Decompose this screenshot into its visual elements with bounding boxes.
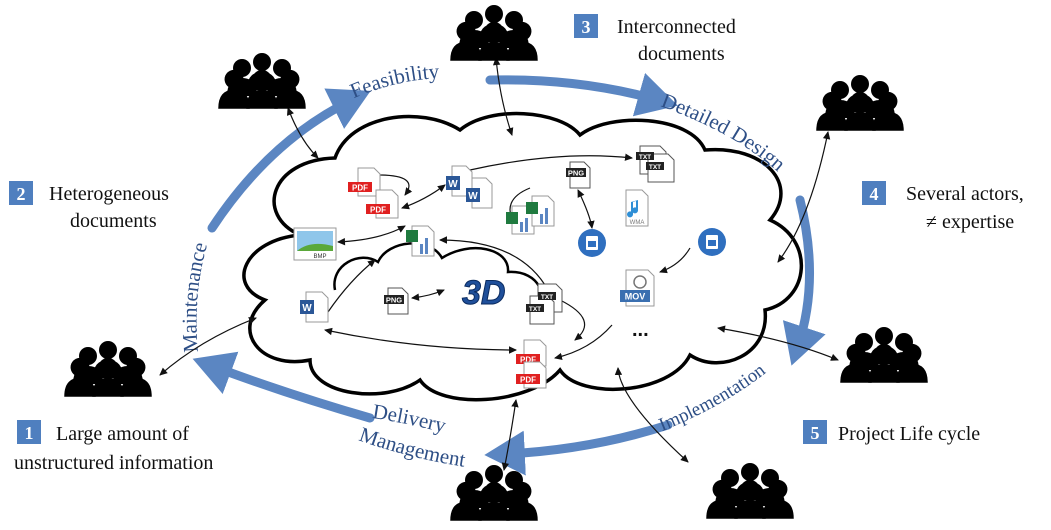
link-actor-left-upper <box>286 107 319 159</box>
word-document-icon-left: W <box>300 291 329 323</box>
callout-1: 1 Large amount of unstructured informati… <box>14 420 213 474</box>
callout-badge <box>9 181 33 205</box>
svg-text:TXT: TXT <box>541 294 553 301</box>
document-links <box>324 153 691 361</box>
link-actor-left-lower <box>159 317 257 376</box>
svg-text:W: W <box>448 179 458 190</box>
actor-group-left-lower <box>64 341 152 397</box>
pdf-icon: PDF <box>516 361 547 389</box>
link-word-cloud <box>327 259 376 313</box>
phase-maintenance: Maintenance <box>177 240 211 354</box>
excel-chart-icon-mid <box>406 225 435 257</box>
actor-group-bottom-right <box>706 463 794 519</box>
link-actor-top <box>492 57 514 136</box>
callout-badge <box>17 420 41 444</box>
link-bmp-excel <box>337 225 406 246</box>
three-d-logo: 3D <box>462 274 506 313</box>
word-stack: W W <box>446 165 493 209</box>
svg-text:PDF: PDF <box>520 356 536 365</box>
callout-number: 2 <box>17 184 26 204</box>
callout-text-line: ≠ expertise <box>926 211 1014 233</box>
svg-text:PNG: PNG <box>568 169 584 178</box>
link-png-3d <box>411 289 445 301</box>
callout-2: 2 Heterogeneous documents <box>9 181 169 232</box>
link-png-image <box>577 189 595 229</box>
svg-text:MOV: MOV <box>625 292 646 302</box>
callout-number: 4 <box>870 184 879 204</box>
actor-group-right-lower <box>840 327 928 383</box>
mov-video-icon: MOV <box>620 269 655 307</box>
callout-text-line: Several actors, <box>906 183 1024 205</box>
callout-badge <box>574 14 598 38</box>
svg-text:W: W <box>468 191 478 202</box>
callout-number: 5 <box>811 423 820 443</box>
callout-text-line: unstructured information <box>14 452 213 474</box>
callout-text-line: Heterogeneous <box>49 183 169 205</box>
actor-group-bottom <box>450 465 538 521</box>
txt-icon: TXT <box>649 164 661 171</box>
link-actor-right-lower <box>717 325 839 361</box>
link-pdf-word <box>401 184 446 210</box>
svg-text:PDF: PDF <box>370 206 386 215</box>
callout-badge <box>862 181 886 205</box>
image-file-icon <box>578 229 606 257</box>
svg-text:3D: 3D <box>462 274 505 312</box>
callout-3: 3 Interconnected documents <box>574 14 736 65</box>
link-word-txt <box>469 153 633 171</box>
link-actor-bottom-right <box>614 367 689 463</box>
excel-chart-icon <box>526 195 555 227</box>
bmp-image-icon: BMP <box>293 227 337 261</box>
arrow-implementation-to-delivery <box>484 420 673 476</box>
link-actor-bottom <box>501 399 519 471</box>
link-txt-loop <box>559 299 586 341</box>
image-file-icon <box>698 228 726 256</box>
svg-text:W: W <box>302 303 312 314</box>
svg-text:PDF: PDF <box>520 376 536 385</box>
more-documents-ellipsis: ... <box>632 319 649 341</box>
txt-stack-top: TXT TXT <box>636 145 675 183</box>
arrow-feasibility-to-design <box>485 72 678 117</box>
link-word-pdf <box>324 327 517 354</box>
callout-number: 3 <box>582 17 591 37</box>
arrow-maintenance-to-feasibility <box>207 88 371 233</box>
pdf-stack-bottom: PDF PDF <box>516 339 547 389</box>
svg-text:WMA: WMA <box>630 220 645 226</box>
callout-text-line: Large amount of <box>56 423 189 445</box>
callout-text-line: Interconnected <box>617 16 736 38</box>
callout-badge <box>803 420 827 444</box>
pdf-stack-top: PDF PDF <box>348 167 399 219</box>
cloud-inner-lobe <box>333 242 543 314</box>
link-actor-right-upper <box>777 131 831 263</box>
callout-number: 1 <box>25 423 34 443</box>
pdf-icon: PDF <box>366 189 399 219</box>
link-image-mov <box>659 247 691 274</box>
phase-feasibility: Feasibility <box>346 59 440 103</box>
png-icon-top: PNG <box>566 161 591 189</box>
txt-stack-mid: TXT TXT <box>526 283 563 325</box>
callout-5: 5 Project Life cycle <box>803 420 980 445</box>
txt-icon: TXT <box>639 154 651 161</box>
svg-text:BMP: BMP <box>313 254 326 260</box>
callout-text-line: Project Life cycle <box>838 423 980 445</box>
actor-group-left-upper <box>218 53 306 109</box>
callout-text-line: documents <box>638 43 725 65</box>
callout-4: 4 Several actors, ≠ expertise <box>862 181 1024 233</box>
wma-audio-icon: WMA <box>625 189 649 227</box>
callout-text-line: documents <box>70 210 157 232</box>
word-document-icon: W <box>466 177 493 209</box>
png-icon-mid: PNG <box>384 287 409 315</box>
actor-group-right-upper <box>816 75 904 131</box>
svg-text:PNG: PNG <box>386 296 402 305</box>
link-mov-pdf <box>554 324 613 361</box>
svg-text:PDF: PDF <box>352 184 368 193</box>
actor-group-top <box>450 5 538 61</box>
excel-stack <box>506 195 555 235</box>
link-txt-excel <box>439 236 549 291</box>
svg-text:TXT: TXT <box>529 306 541 313</box>
pdf-icon: PDF <box>348 167 381 197</box>
actor-links <box>159 57 839 471</box>
